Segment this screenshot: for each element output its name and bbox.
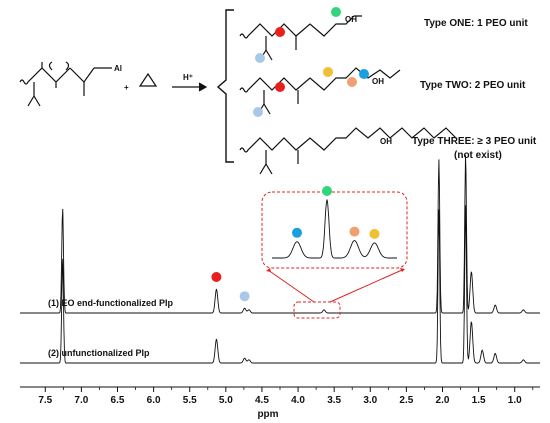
marker-green-product1 — [331, 7, 341, 17]
x-tick-label-3: 6.0 — [147, 395, 161, 406]
marker-blue-product1 — [255, 53, 265, 63]
peak-marker-1-2 — [239, 291, 250, 302]
reaction-arrow-head — [198, 82, 208, 92]
x-tick-label-8: 3.5 — [327, 395, 341, 406]
marker-red-product1 — [275, 27, 285, 37]
type-three-label: Type THREE: ≥ 3 PEO unit — [412, 136, 537, 147]
product3-chain — [239, 127, 457, 153]
inset-box — [261, 191, 408, 269]
reagent-label: H⁺ — [183, 73, 193, 82]
inset-peak-marker-0 — [292, 227, 302, 238]
x-axis-title: ppm — [257, 409, 278, 420]
x-tick-label-1: 7.0 — [74, 395, 88, 406]
type-one-label: Type ONE: 1 PEO unit — [424, 18, 528, 29]
inset-pointer-left-head — [266, 268, 271, 272]
x-tick-label-6: 4.5 — [255, 395, 269, 406]
type-two-label: Type TWO: 2 PEO unit — [420, 80, 526, 91]
marker-red-product2 — [275, 82, 285, 92]
inset-peak-marker-1 — [322, 186, 332, 196]
nmr-spectra — [20, 155, 540, 364]
product3-oh: OH — [380, 137, 392, 146]
inset-pointer-left — [267, 269, 315, 303]
x-axis: 7.5 7.0 6.5 6.0 5.5 5.0 4.5 4.0 3.5 3.0 2.5 2.0 1.5 1… — [20, 386, 540, 406]
x-tick-label-4: 5.5 — [183, 395, 197, 406]
initiator-al-label: Al — [114, 64, 122, 73]
x-tick-label-9: 3.0 — [363, 395, 377, 406]
inset-pointer-right-head — [400, 268, 405, 272]
inset-peak-marker-3 — [369, 228, 380, 239]
x-tick-label-11: 2.0 — [436, 395, 450, 406]
product-brace — [216, 9, 234, 163]
x-tick-label-7: 4.0 — [291, 395, 305, 406]
trace1-label: (1) EO end-functionalized PIp — [48, 298, 174, 308]
x-tick-label-5: 5.0 — [219, 395, 233, 406]
x-tick-label-10: 2.5 — [399, 395, 413, 406]
product2-oh: OH — [372, 77, 384, 86]
marker-yellow-product2 — [323, 67, 333, 77]
marker-orange-product2 — [347, 77, 357, 87]
peak-marker-1-1 — [211, 272, 222, 282]
inset-trace — [272, 198, 397, 259]
x-tick-label-0: 7.5 — [38, 395, 52, 406]
spectrum-trace-2 — [20, 205, 540, 364]
product2-chain — [239, 67, 401, 93]
initiator-side-group — [27, 82, 85, 107]
plus-sign: + — [124, 83, 129, 92]
marker-blue-product2 — [253, 107, 263, 117]
initiator-polymer-chain — [19, 62, 112, 88]
product3-side — [259, 150, 299, 175]
x-tick-label-12: 1.5 — [472, 395, 486, 406]
inset-spectrum — [272, 186, 397, 259]
marker-cyan-product2 — [359, 69, 369, 79]
initiator-bracket — [48, 61, 70, 71]
product1-chain — [239, 15, 362, 39]
product2-side — [257, 90, 299, 115]
reaction-scheme — [19, 9, 457, 175]
product1-side — [259, 36, 297, 61]
inset-peak-marker-2 — [349, 226, 360, 237]
x-tick-label-2: 6.5 — [111, 395, 125, 406]
product1-oh: OH — [345, 15, 357, 24]
x-tick-label-13: 1.0 — [508, 395, 522, 406]
spectrum-trace-1 — [20, 155, 540, 314]
epoxide-ring — [138, 72, 158, 87]
inset-pointer-right — [329, 269, 403, 303]
trace2-label: (2) unfunctionalized PIp — [48, 348, 150, 358]
inset-source-box — [293, 301, 341, 319]
type-three-note: (not exist) — [454, 150, 502, 161]
